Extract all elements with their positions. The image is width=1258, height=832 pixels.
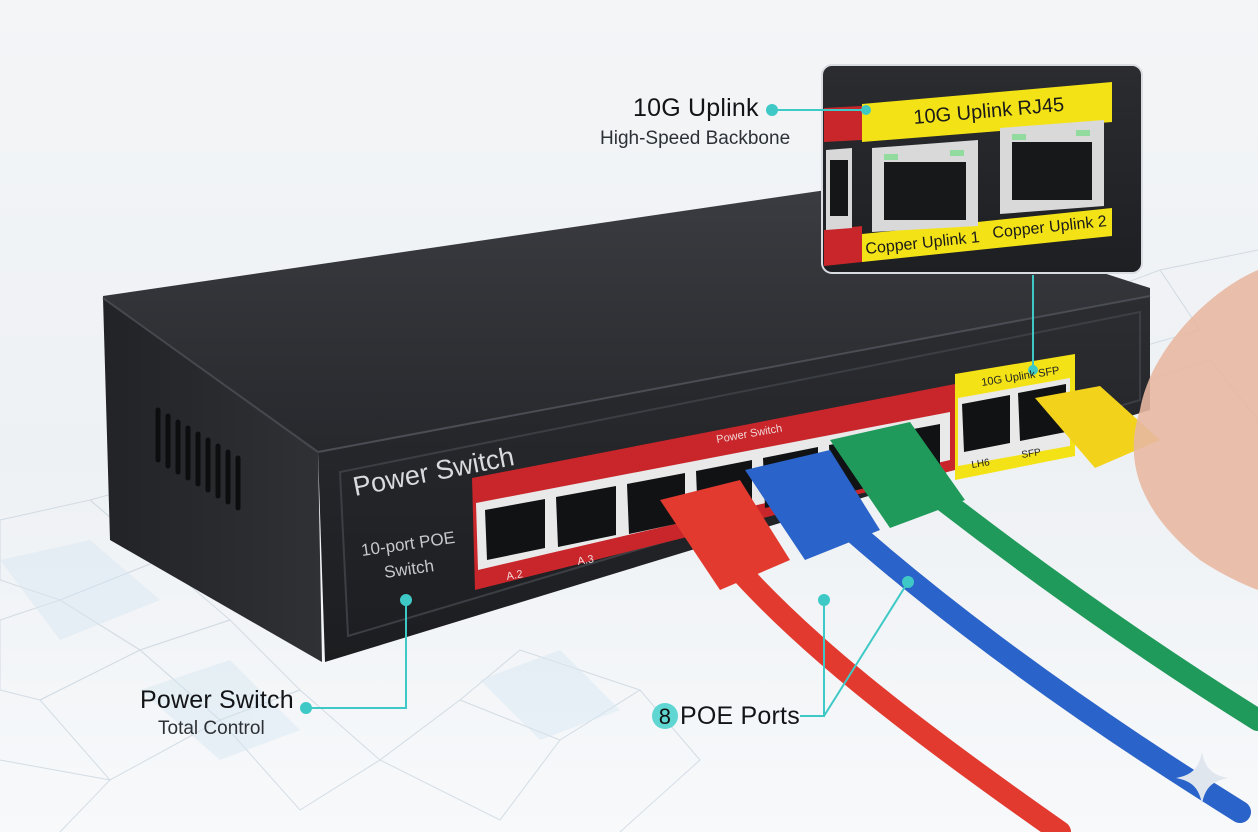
- plug-blue: [745, 450, 880, 560]
- port-label-a2: A.2: [505, 568, 523, 583]
- rj45-port: [627, 473, 685, 534]
- uplink-callout-subtitle: High-Speed Backbone: [600, 128, 791, 149]
- front-bezel: [338, 310, 1141, 638]
- side-vents: [155, 407, 241, 511]
- table-mesh-shading: [0, 540, 620, 760]
- rj45-port: [556, 486, 616, 547]
- uplink-port: [962, 395, 1010, 452]
- switch-side: [103, 298, 322, 662]
- cable-green: [919, 479, 1258, 731]
- zoom-inset: [821, 64, 1143, 274]
- hand: [1133, 270, 1258, 590]
- cable-red: [719, 549, 1071, 832]
- rj45-port: [485, 499, 545, 560]
- uplink-sub-right: SFP: [1021, 447, 1042, 461]
- callout-leaders: [300, 104, 1038, 717]
- sparkle-icon: [1176, 752, 1228, 804]
- power-callout-title: Power Switch: [140, 686, 294, 714]
- plug-green: [830, 422, 965, 528]
- cable-blue: [829, 509, 1251, 823]
- uplink-sub-left: LH6: [971, 457, 991, 471]
- power-callout-subtitle: Total Control: [158, 718, 265, 739]
- poe-count-badge: 8: [652, 703, 678, 729]
- uplink-callout-title: 10G Uplink: [633, 94, 759, 122]
- ethernet-cables: [719, 479, 1258, 832]
- plug-yellow: [1035, 386, 1160, 468]
- plug-red: [660, 480, 790, 590]
- port-label-a3: A.3: [576, 553, 594, 568]
- cable-plugs: [660, 386, 1160, 590]
- poe-callout-text: POE Ports: [680, 702, 800, 730]
